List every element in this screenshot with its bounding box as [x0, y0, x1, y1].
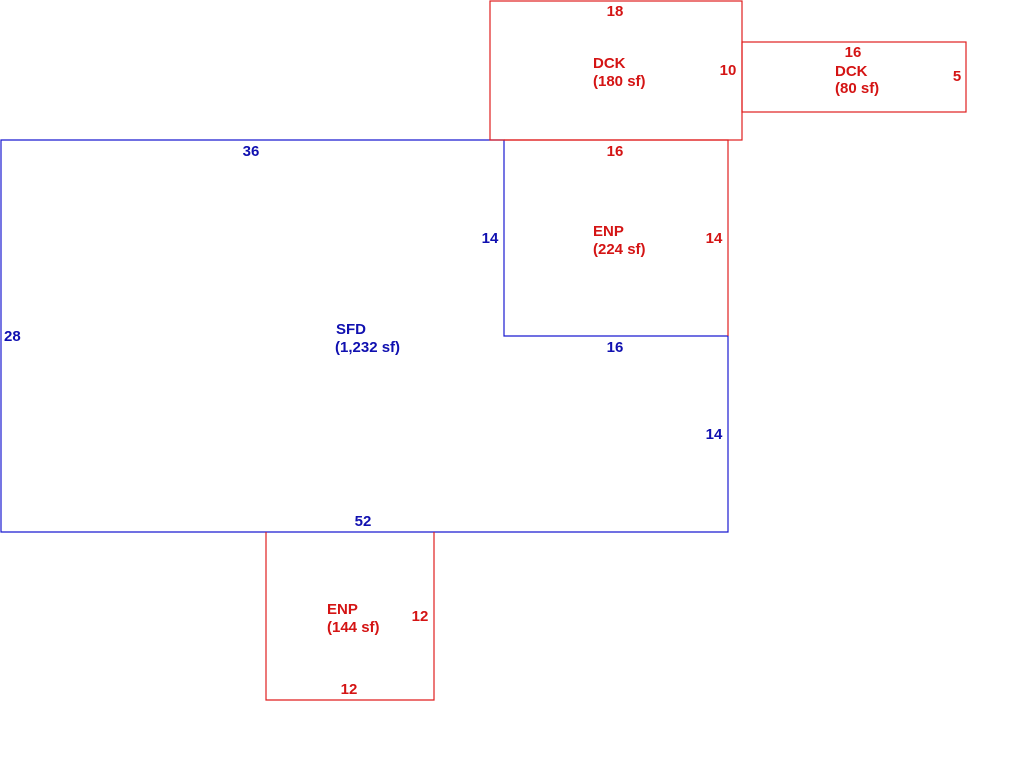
porch-lower-dim-bottom: 12 [341, 681, 358, 698]
deck-large-dim-right: 10 [720, 62, 737, 79]
deck-small-area-label: (80 sf) [835, 80, 879, 97]
deck-large-dim-top: 18 [607, 3, 624, 20]
porch-lower-code-label: ENP [327, 601, 358, 618]
sfd-code-label: SFD [336, 321, 366, 338]
sfd-dim-right: 14 [706, 426, 723, 443]
deck-small-dim-top: 16 [845, 44, 862, 61]
deck-small-outline [741, 41, 967, 113]
sfd-dim-step-vertical: 14 [482, 230, 499, 247]
sfd-area-label: (1,232 sf) [335, 339, 400, 356]
porch-lower-area-label: (144 sf) [327, 619, 380, 636]
porch-upper-dim-top: 16 [607, 143, 624, 160]
porch-upper-outline [504, 139, 729, 336]
porch-upper-area-label: (224 sf) [593, 241, 646, 258]
sfd-dim-bottom: 52 [355, 513, 372, 530]
deck-small-code-label: DCK [835, 63, 868, 80]
porch-lower-outline [265, 532, 435, 701]
porch-upper-code-label: ENP [593, 223, 624, 240]
deck-large-code-label: DCK [593, 55, 626, 72]
sfd-dim-top: 36 [243, 143, 260, 160]
deck-large-area-label: (180 sf) [593, 73, 646, 90]
sfd-dim-step-horizontal: 16 [607, 339, 624, 356]
porch-lower-dim-right: 12 [412, 608, 429, 625]
sfd-dim-left: 28 [4, 328, 21, 345]
deck-small-dim-right: 5 [953, 68, 961, 85]
porch-upper-dim-right: 14 [706, 230, 723, 247]
